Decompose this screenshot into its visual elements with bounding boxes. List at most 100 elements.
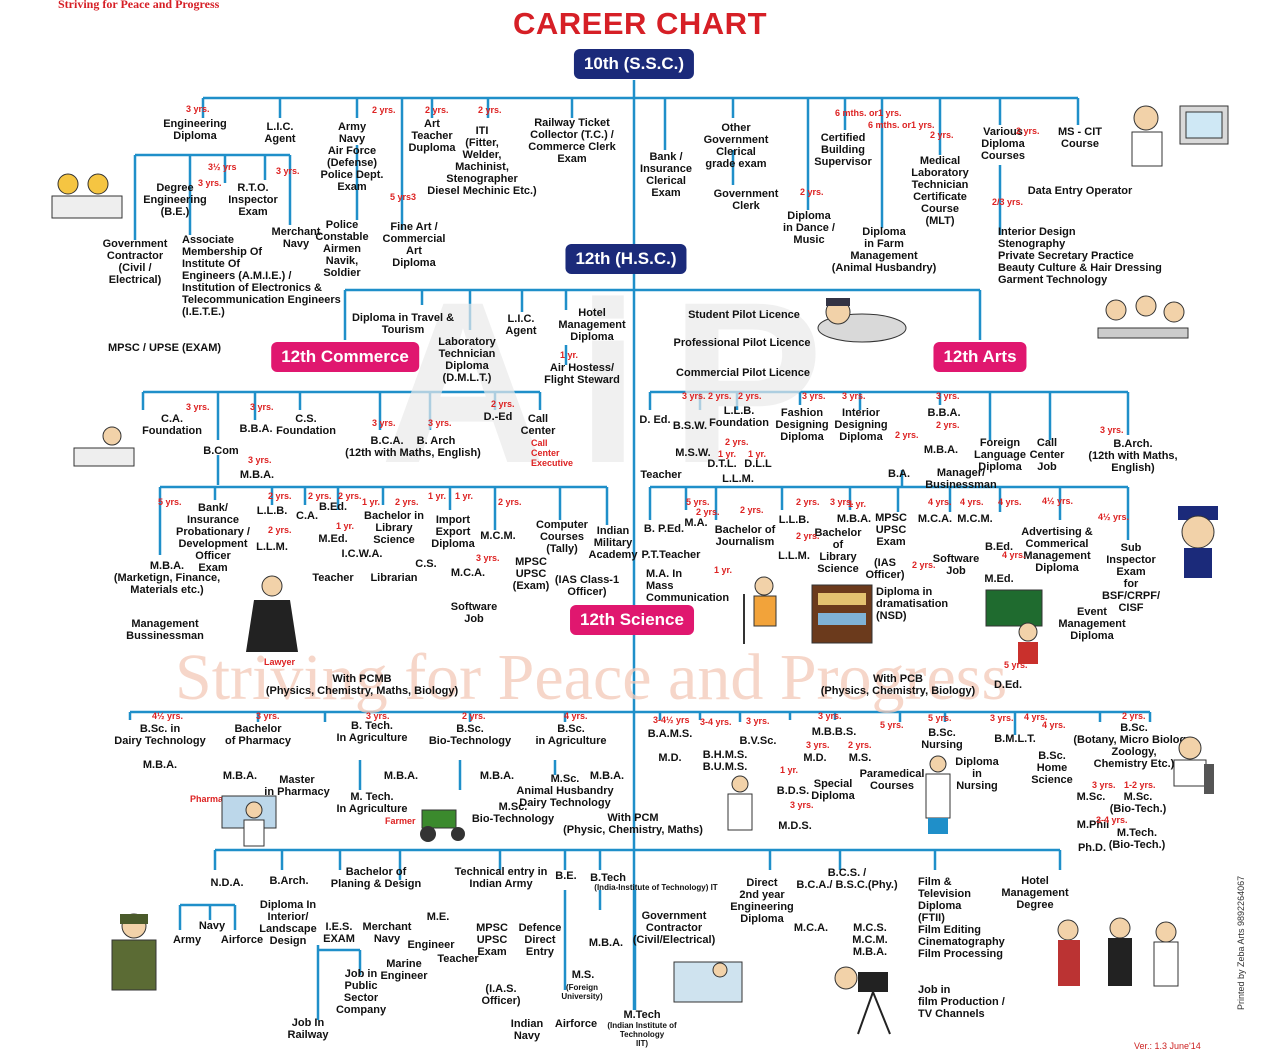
node-sci-mba: M.B.A. xyxy=(588,937,624,949)
node-mba-mkt: M.B.A. (Marketign, Finance, Materials et… xyxy=(113,560,221,596)
node-sci-msc: M.Sc. xyxy=(550,773,580,785)
node-sci-mba3: M.B.A. xyxy=(383,770,419,782)
node-sci-ms: M.S. xyxy=(848,752,872,764)
node-professional-pilot: Professional Pilot Licence xyxy=(673,337,811,349)
duration-label: 1 yr. xyxy=(848,499,867,509)
doctor-illustration xyxy=(727,775,753,831)
node-foreign: Foreign Language Diploma xyxy=(974,437,1026,473)
node-direct2: Direct 2nd year Engineering Diploma xyxy=(730,877,794,925)
cameraman-illustration xyxy=(834,966,891,1035)
node-iti: ITI (Fitter, Welder, Machinist, Stenogra… xyxy=(427,125,537,197)
node-sub-inspector: Sub Inspector Exam for BSF/CRPF/ CISF xyxy=(1101,542,1161,614)
node-fine-art: Fine Art / Commercial Art Diploma xyxy=(382,221,446,269)
duration-label: 3 yrs. xyxy=(990,713,1014,723)
node-pcm: With PCM (Physic, Chemistry, Maths) xyxy=(563,812,703,836)
node-barch: B. Arch xyxy=(416,435,456,447)
node-arts-ias: (IAS Officer) xyxy=(865,557,905,581)
node-bmlt: B.M.L.T. xyxy=(994,733,1036,745)
duration-label: 3 yrs. xyxy=(198,178,222,188)
node-airforce: Airforce xyxy=(220,934,264,946)
slogan: Striving for Peace and Progress xyxy=(58,0,220,11)
node-icwa: I.C.W.A. xyxy=(341,548,383,560)
node-lic: L.I.C. Agent xyxy=(264,121,296,145)
duration-label: 1-2 yrs. xyxy=(1124,780,1156,790)
printed-by: Printed by Zeba Arts 9892264067 xyxy=(1236,875,1246,1010)
node-sci-hotel: Hotel Management Degree xyxy=(1001,875,1069,911)
duration-label: 4½ yrs. xyxy=(1042,496,1074,506)
node-mcm: M.C.M. xyxy=(480,530,516,542)
duration-label: 4½ yrs. xyxy=(152,711,184,721)
node-govt-clerical: Other Government Clerical grade exam xyxy=(703,122,769,170)
node-mphil: M.Phil xyxy=(1076,819,1110,831)
node-msc-biotech: M.Sc. Bio-Technology xyxy=(471,801,555,825)
node-dance: Diploma in Dance / Music xyxy=(783,210,835,246)
node-bachelor-lib: Bachelor of Library Science xyxy=(814,527,862,575)
duration-label: 5 yrs. xyxy=(880,720,904,730)
node-mlt: Medical Laboratory Technician Certificat… xyxy=(911,155,969,227)
node-arts-software: Software Job xyxy=(932,553,980,577)
node-building: Certified Building Supervisor xyxy=(814,132,872,168)
node-sci-mca: M.C.A. xyxy=(793,922,829,934)
node-arts-bba: B.B.A. xyxy=(927,407,961,419)
node-mtech-iit: (Indian Institute of Technology IIT) xyxy=(607,1021,677,1048)
node-mds: M.D.S. xyxy=(778,820,812,832)
node-mass-comm: M.A. In Mass Communication xyxy=(646,568,730,604)
duration-label: 1 yr. xyxy=(455,491,474,501)
duration-label: 1 yr. xyxy=(362,497,381,507)
duration-label: 4 yrs. xyxy=(1002,550,1026,560)
node-sci-teacher: Teacher xyxy=(437,953,479,965)
node-arts-mba2: M.B.A. xyxy=(836,513,872,525)
node-film-job: Job in film Production / TV Channels xyxy=(918,984,1005,1020)
watermark-logo: AiP xyxy=(380,254,854,511)
stage-ssc: 10th (S.S.C.) xyxy=(573,49,695,79)
node-librarian: Librarian xyxy=(370,572,418,584)
node-sci-mba5: M.B.A. xyxy=(589,770,625,782)
node-call-exec: Call Center Executive xyxy=(531,438,574,468)
node-dtl: D.T.L. xyxy=(707,458,737,470)
duration-label: 6 mths. or1 yrs. xyxy=(835,108,902,118)
duration-label: 2 yrs. xyxy=(462,711,486,721)
node-mtech: M.Tech xyxy=(623,1009,661,1021)
stage-science: 12th Science xyxy=(570,605,694,635)
node-art-teacher: Art Teacher Duploma xyxy=(408,118,456,154)
stage-commerce: 12th Commerce xyxy=(271,342,419,372)
node-btech: B.Tech xyxy=(590,872,626,884)
node-army: Army xyxy=(172,934,202,946)
node-llb-found: L.L.B. Foundation xyxy=(709,405,769,429)
duration-label: 1 yr. xyxy=(714,565,733,575)
duration-label: 3 yrs. xyxy=(790,800,814,810)
duration-label: 3 yrs. xyxy=(818,711,842,721)
node-rto: R.T.O. Inspector Exam xyxy=(228,182,278,218)
duration-label: 2 yrs. xyxy=(338,491,362,501)
stage-arts: 12th Arts xyxy=(933,342,1027,372)
node-lib-sci: Bachelor in Library Science xyxy=(364,510,424,546)
duration-label: 3 yrs. xyxy=(1092,780,1116,790)
node-be: B.E. xyxy=(555,870,577,882)
duration-label: 3 yrs. xyxy=(936,391,960,401)
node-fashion: Fashion Designing Diploma xyxy=(775,407,829,443)
node-sci-mpsc: MPSC UPSC Exam xyxy=(476,922,508,958)
node-mgmt: Management Bussinessman xyxy=(126,618,204,642)
duration-label: 1 yr. xyxy=(748,449,767,459)
node-technical-army: Technical entry in Indian Army xyxy=(454,866,548,890)
node-bca: B.C.A. xyxy=(370,435,404,447)
duration-label: 3 yrs. xyxy=(682,391,706,401)
node-indian-navy: Indian Navy xyxy=(510,1018,544,1042)
duration-label: 1 yr. xyxy=(428,491,447,501)
duration-label: 2 yrs. xyxy=(395,497,419,507)
node-defence: Defence Direct Entry xyxy=(518,922,562,958)
node-nda: N.D.A. xyxy=(210,877,244,889)
node-import-export: Import Export Diploma xyxy=(431,514,475,550)
node-cs: C.S. Foundation xyxy=(276,413,336,437)
node-arts-ded: D. Ed. xyxy=(639,414,671,426)
node-sci-mba2: M.B.A. xyxy=(222,770,258,782)
node-ma: M.A. xyxy=(684,517,708,529)
duration-label: 3 yrs. xyxy=(1100,425,1124,435)
accountant-illustration xyxy=(73,426,135,467)
node-bds: B.D.S. xyxy=(776,785,810,797)
node-arts-teacher: Teacher xyxy=(640,469,682,481)
duration-label: 2 yrs. xyxy=(372,105,396,115)
duration-label: 2 yrs. xyxy=(800,187,824,197)
node-pcb: With PCB (Physics, Chemistry, Biology) xyxy=(820,673,976,697)
